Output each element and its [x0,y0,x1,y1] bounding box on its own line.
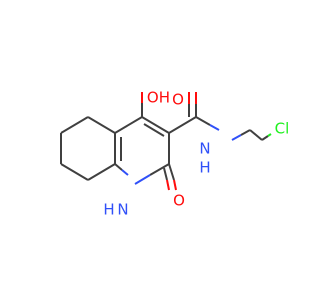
bond-c3-camide [168,116,197,134]
bond-ch2-ch2 [249,129,263,141]
bond-camide-n-b [209,124,220,131]
molecule-structure: OH O N H Cl H N O [60,89,289,219]
bond-c6-c5 [60,116,89,134]
bond-c8-c7 [60,163,89,181]
bond-c2-n1-b [134,174,151,185]
bond-c2-n1-a [149,163,170,176]
bond-c2-o2-a [163,167,168,181]
bond-ch2-cl-b [267,133,272,137]
atom-label-ring-nitrogen: N [117,201,128,219]
bond-c4a-c4 [114,116,143,134]
bond-c5-c4a [87,116,116,134]
atom-label-chlorine: Cl [275,120,290,138]
bond-c8a-n1-b [121,169,129,176]
bonds-group [60,92,272,191]
bond-c4-c3-inner [143,123,165,137]
bond-camide-n-a [195,116,211,126]
bond-c2-o2-b [166,179,170,191]
bond-n-ch2-a [231,134,242,141]
atom-label-amide-nitrogen: N [199,140,210,158]
atom-labels-group: OH O N H Cl H N O [103,89,289,219]
atom-label-ring-hydrogen: H [103,201,114,219]
bond-c8a-c8 [87,163,116,181]
bond-ch2-cl-a [261,135,269,141]
atom-label-keto-oxygen: O [173,192,185,210]
bond-n-ch2-b [240,129,251,136]
bond-c4-c3 [141,116,170,134]
atom-label-hydroxyl: OH [147,89,170,107]
atom-label-amide-oxygen: O [172,91,184,109]
bond-c2-o-a [168,163,175,181]
bond-c2-o-b [173,179,177,191]
atom-label-amide-hydrogen: H [199,159,210,177]
bond-c8a-n1-a [114,163,123,171]
